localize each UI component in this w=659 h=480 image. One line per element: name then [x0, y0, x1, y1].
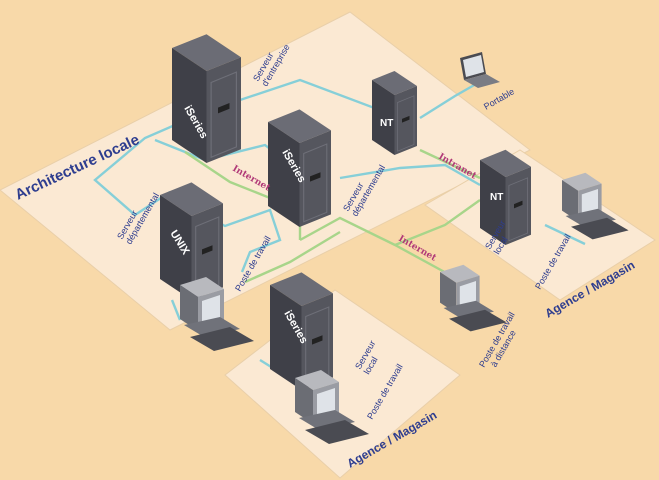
server-iseries-branch: iSeries [269, 271, 334, 391]
svg-text:NT: NT [490, 192, 503, 203]
server-iseries-departemental: iSeries [267, 108, 332, 228]
server-nt-center: NT [371, 70, 418, 156]
server-nt-branch: NT [479, 149, 532, 246]
branch-platform-bottom [224, 289, 461, 479]
label-portable: Portable [482, 86, 516, 111]
lan-links [93, 78, 586, 387]
svg-text:NT: NT [380, 118, 393, 129]
workstation-icon [440, 264, 507, 332]
server-iseries-entreprise: iSeries [171, 33, 242, 164]
laptop-icon [460, 52, 500, 88]
server-unix-departemental: UNIX [159, 181, 224, 301]
